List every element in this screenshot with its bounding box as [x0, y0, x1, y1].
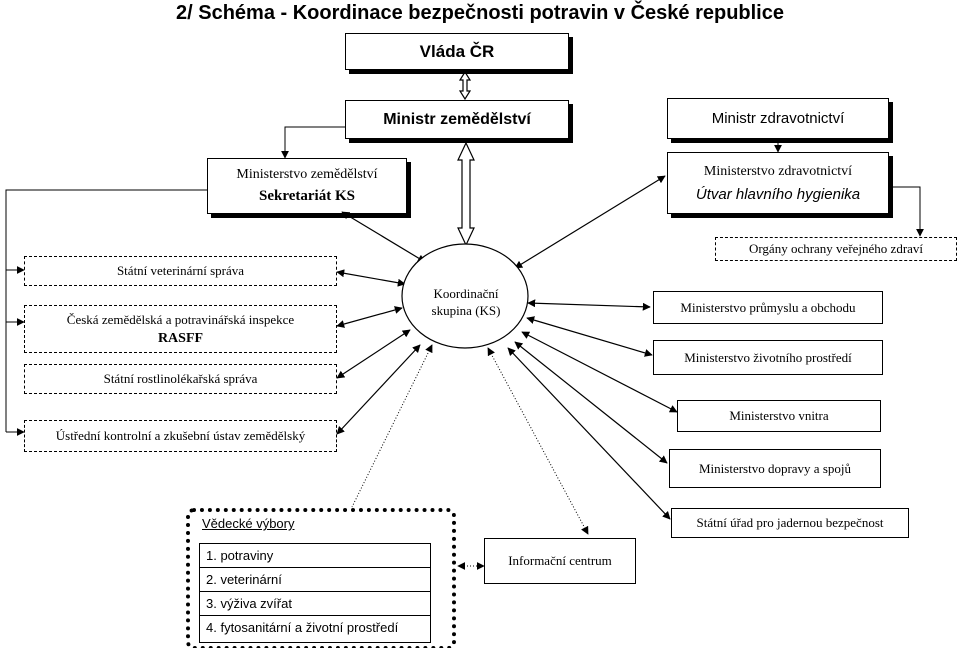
node-mv: Ministerstvo vnitra	[677, 400, 881, 432]
node-ministerstvo-zdravotnictvi: Ministerstvo zdravotnictví Útvar hlavníh…	[667, 152, 889, 214]
node-ministerstvo-zemedelstvi: Ministerstvo zemědělství Sekretariát KS	[207, 158, 407, 214]
node-sekretariat-label: Sekretariát KS	[259, 188, 355, 204]
node-organy-ochrany-label: Orgány ochrany veřejného zdraví	[748, 241, 924, 256]
node-informacni-centrum: Informační centrum	[484, 538, 636, 584]
node-sujb: Státní úřad pro jadernou bezpečnost	[671, 508, 909, 538]
node-vlada-label: Vláda ČR	[419, 41, 495, 61]
node-mpo-label: Ministerstvo průmyslu a obchodu	[680, 299, 856, 315]
arrow-ks-sekretariat	[341, 211, 426, 263]
arrow-ks-szpi	[336, 306, 403, 328]
vedecke-vybory-frame	[186, 508, 456, 648]
node-koordinacni-skupina: Koordinační skupina (KS)	[414, 283, 518, 321]
dotted-ks-vybory	[351, 344, 433, 508]
node-ministr-zemedelstvi-label: Ministr zemědělství	[383, 110, 531, 128]
node-ministr-zemedelstvi: Ministr zemědělství	[345, 100, 569, 139]
line-ministerstvo-zdrav-to-organy	[889, 186, 924, 237]
node-szpi: Česká zemědělská a potravinářská inspekc…	[24, 305, 337, 353]
arrow-ks-ukzuz	[336, 344, 421, 435]
node-ukzuz-label: Ústřední kontrolní a zkušební ústav země…	[55, 428, 306, 443]
arrow-ks-mdp	[514, 341, 668, 464]
node-organy-ochrany: Orgány ochrany veřejného zdraví	[715, 237, 957, 261]
vybory-item: 3. výživa zvířat	[200, 592, 430, 616]
node-utvar-hygienika-label: Útvar hlavního hygienika	[695, 185, 861, 203]
node-sujb-label: Státní úřad pro jadernou bezpečnost	[696, 515, 884, 530]
node-koordinacni-skupina-label: Koordinační skupina (KS)	[431, 286, 501, 318]
node-vlada: Vláda ČR	[345, 33, 569, 70]
node-ministerstvo-zdravotnictvi-label: Ministerstvo zdravotnictví	[703, 163, 853, 179]
node-statni-veterinarni: Státní veterinární správa	[24, 256, 337, 286]
double-arrow-vlada-ministr	[458, 70, 472, 101]
node-mdp: Ministerstvo dopravy a spojů	[669, 449, 881, 488]
line-ks-to-mz	[514, 175, 666, 269]
node-ministr-zdravotnictvi: Ministr zdravotnictví	[667, 98, 889, 139]
node-mzp: Ministerstvo životního prostředí	[653, 340, 883, 375]
page-title: 2/ Schéma - Koordinace bezpečnosti potra…	[176, 2, 784, 24]
arrow-ks-mzp	[526, 316, 653, 357]
node-szpi-label: Česká zemědělská a potravinářská inspekc…	[66, 311, 295, 327]
vybory-item: 1. potraviny	[200, 544, 430, 568]
node-srs: Státní rostlinolékařská správa	[24, 364, 337, 394]
arrow-ks-srs	[336, 329, 411, 379]
node-srs-label: Státní rostlinolékařská správa	[103, 371, 258, 386]
vybory-item: 4. fytosanitární a životní prostředí	[206, 620, 399, 635]
double-arrow-ministr-ks	[457, 141, 475, 247]
ks-ellipse	[401, 243, 529, 349]
node-mpo: Ministerstvo průmyslu a obchodu	[653, 291, 883, 324]
node-mv-label: Ministerstvo vnitra	[729, 408, 829, 423]
vedecke-vybory-heading: Vědecké výbory	[202, 516, 295, 531]
node-ukzuz: Ústřední kontrolní a zkušební ústav země…	[24, 420, 337, 452]
node-mdp-label: Ministerstvo dopravy a spojů	[698, 460, 851, 476]
node-mzp-label: Ministerstvo životního prostředí	[684, 349, 852, 365]
node-ministerstvo-zemedelstvi-label: Ministerstvo zemědělství	[236, 167, 378, 182]
node-rasff-label: RASFF	[157, 330, 204, 346]
arrow-ks-veterinarni	[336, 269, 406, 287]
vybory-list: 1. potraviny 2. veterinární 3. výživa zv…	[199, 543, 431, 643]
arrow-ks-mpo	[527, 299, 651, 311]
line-left-bracket	[5, 189, 207, 432]
vybory-item: 2. veterinární	[200, 568, 430, 592]
line-ministr-left	[281, 126, 345, 159]
node-statni-veterinarni-label: Státní veterinární správa	[116, 263, 245, 278]
node-ministr-zdravotnictvi-label: Ministr zdravotnictví	[711, 110, 845, 127]
arrow-ks-sujb	[507, 347, 671, 520]
dotted-ks-informacni	[487, 347, 589, 535]
node-informacni-centrum-label: Informační centrum	[508, 553, 612, 568]
